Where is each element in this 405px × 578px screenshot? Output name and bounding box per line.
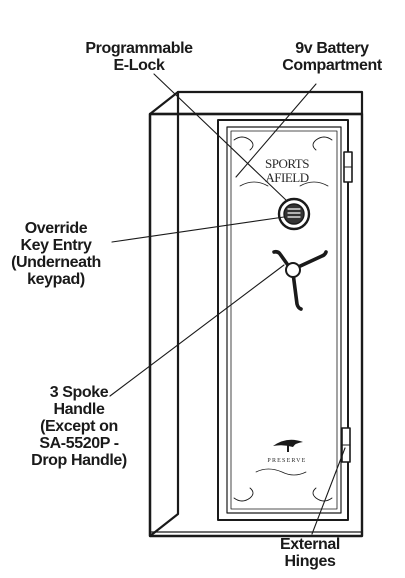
safe-door (217, 119, 349, 521)
label-line: Key Entry (20, 237, 92, 254)
keypad-lock-icon (277, 197, 311, 231)
door-inner-panel (226, 126, 342, 514)
battery-leader-line (235, 83, 317, 178)
label-line: Override (24, 220, 88, 237)
label-line: 3 Spoke (49, 384, 109, 401)
label-override-key-entry: Override Key Entry (Underneath keypad) (0, 220, 112, 288)
label-line: External (280, 536, 340, 553)
safe-top (148, 90, 364, 116)
label-external-hinges: External Hinges (258, 536, 362, 570)
label-line: Drop Handle) (31, 452, 127, 469)
tree-logo-icon (273, 439, 303, 452)
label-battery-compartment: 9v Battery Compartment (262, 40, 402, 74)
label-line: Compartment (282, 57, 382, 74)
elock-leader-line (153, 73, 288, 202)
handle-leader-line (109, 264, 285, 397)
label-line: keypad) (27, 271, 85, 288)
top-hinge-icon (343, 151, 353, 183)
label-line: Hinges (284, 553, 336, 570)
door-brand-line1: SPORTS (265, 156, 309, 171)
door-brand-line2: AFIELD (265, 170, 308, 185)
label-spoke-handle: 3 Spoke Handle (Except on SA-5520P - Dro… (20, 384, 138, 469)
label-line: Handle (53, 401, 105, 418)
key-leader-line (111, 216, 285, 243)
label-line: E-Lock (113, 57, 165, 74)
label-programmable-elock: Programmable E-Lock (64, 40, 214, 74)
door-flourish (233, 136, 254, 151)
label-line: Programmable (85, 40, 193, 57)
label-line: (Underneath (11, 254, 101, 271)
label-line: 9v Battery (295, 40, 369, 57)
safe-side-panel (148, 90, 180, 538)
safe-body (148, 112, 364, 538)
hinge-leader-line (311, 447, 346, 535)
bottom-hinge-icon (341, 427, 351, 463)
label-line: (Except on (40, 418, 118, 435)
spoke-handle-icon (272, 249, 328, 311)
door-model-name: PRESERVE (267, 458, 306, 464)
label-line: SA-5520P - (39, 435, 119, 452)
